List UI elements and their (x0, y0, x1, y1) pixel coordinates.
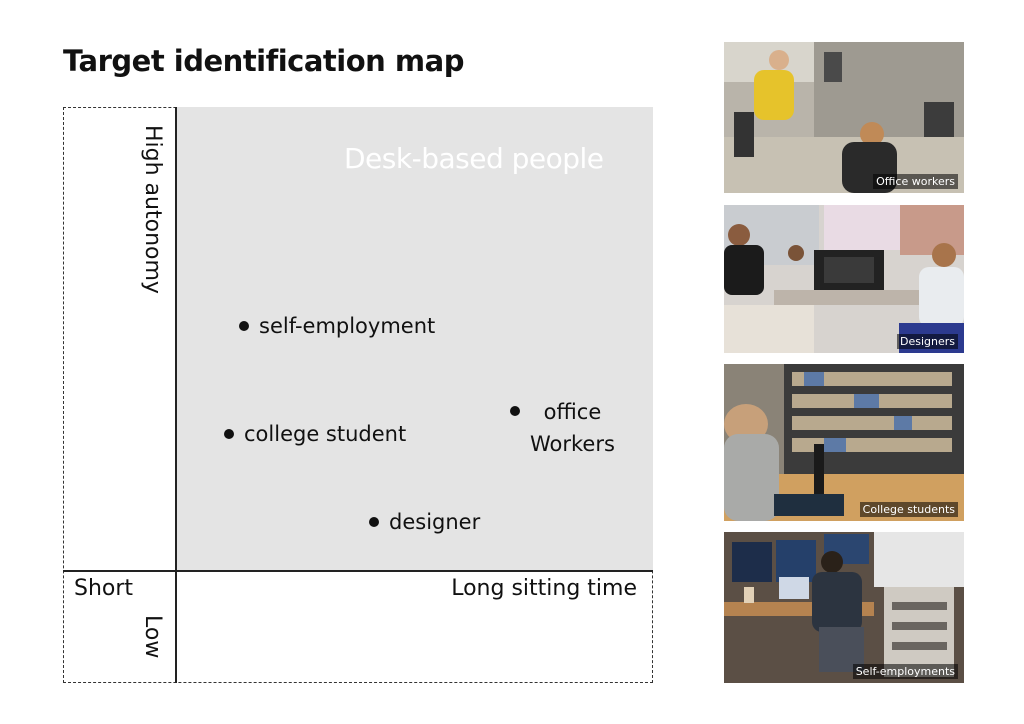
desk-based-quadrant (176, 107, 653, 571)
photo-caption: Self-employments (852, 664, 958, 679)
point-self-employment: self-employment (239, 314, 435, 338)
point-label: self-employment (259, 314, 436, 338)
photo-caption: College students (859, 502, 958, 517)
point-college-student: college student (224, 422, 406, 446)
photo-caption: Designers (897, 334, 958, 349)
point-designer: designer (369, 510, 480, 534)
vertical-axis (175, 107, 177, 683)
bullet-dot (369, 517, 379, 527)
self-employments-photo: Self-employments (724, 532, 964, 683)
college-students-photo: College students (724, 364, 964, 521)
point-label-line2: Workers (530, 432, 615, 456)
point-label-line1: office (543, 400, 602, 424)
point-office-workers: office Workers (510, 396, 615, 460)
point-label: designer (389, 510, 481, 534)
horizontal-axis (63, 570, 653, 572)
page-title: Target identification map (63, 44, 464, 78)
quadrant-label: Desk-based people (344, 142, 604, 175)
bullet-dot (224, 429, 234, 439)
bullet-dot (239, 321, 249, 331)
x-axis-long-label: Long sitting time (451, 576, 637, 601)
x-axis-short-label: Short (74, 576, 134, 601)
y-axis-low-label: Low (140, 615, 165, 659)
y-axis-high-label: High autonomy (140, 125, 165, 294)
designers-photo: Designers (724, 205, 964, 353)
office-workers-photo: Office workers (724, 42, 964, 193)
point-label: college student (244, 422, 407, 446)
point-label-group: office Workers (530, 396, 615, 460)
photo-caption: Office workers (873, 174, 958, 189)
bullet-dot (510, 406, 520, 416)
